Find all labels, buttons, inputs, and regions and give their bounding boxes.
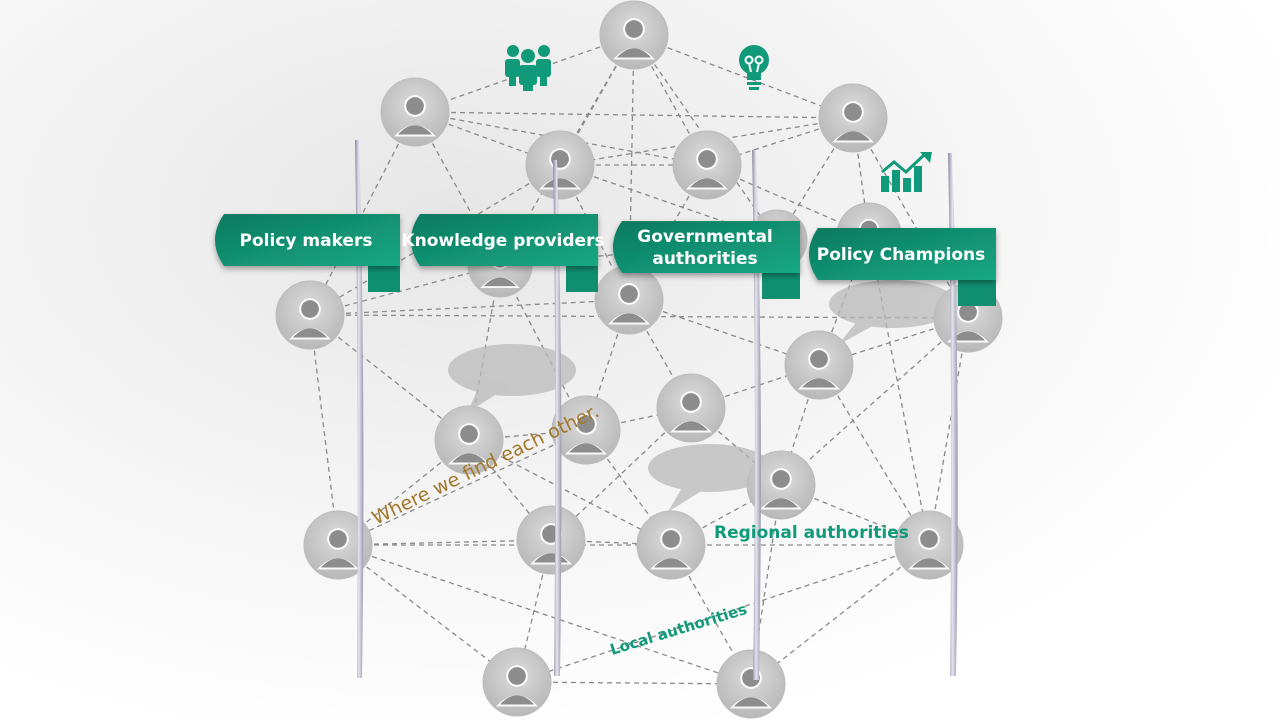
person-avatar-icon xyxy=(716,649,786,719)
person-avatar-icon xyxy=(303,510,373,580)
person-avatar-icon xyxy=(525,130,595,200)
banner-label: Policy makers xyxy=(240,231,373,251)
person-avatar-icon xyxy=(380,77,450,147)
person-avatar-icon xyxy=(746,450,816,520)
banner-label: authorities xyxy=(652,249,757,269)
person-avatar-icon xyxy=(672,130,742,200)
person-avatar-icon xyxy=(656,373,726,443)
role-banner: Policy makers xyxy=(215,214,400,292)
person-avatar-icon xyxy=(636,510,706,580)
role-banners: Policy makers Knowledge providers Governme… xyxy=(215,214,996,306)
person-avatar-icon xyxy=(275,280,345,350)
person-avatar-icon xyxy=(818,83,888,153)
lightbulb-icon xyxy=(739,45,769,90)
regional-authorities-label: Regional authorities xyxy=(714,523,909,543)
speech-bubbles xyxy=(448,280,957,512)
person-avatar-icon xyxy=(894,510,964,580)
growth-chart-icon xyxy=(881,152,932,192)
people-group-icon xyxy=(505,45,551,91)
speech-bubble-icon xyxy=(448,344,576,412)
local-authorities-label: Local authorities xyxy=(608,600,749,659)
person-avatar-icon xyxy=(599,0,669,70)
person-avatar-icon xyxy=(516,505,586,575)
poles xyxy=(355,140,958,680)
person-avatar-icon xyxy=(482,647,552,717)
person-avatar-icon xyxy=(551,395,621,465)
person-avatar-icon xyxy=(434,405,504,475)
person-avatar-icon xyxy=(784,330,854,400)
person-avatar-icon xyxy=(594,265,664,335)
banner-label: Governmental xyxy=(637,227,773,247)
role-banner: Knowledge providers xyxy=(401,214,605,292)
banner-label: Knowledge providers xyxy=(401,231,604,251)
banner-label: Policy Champions xyxy=(817,245,986,265)
role-banner: Policy Champions xyxy=(809,228,996,306)
speech-bubble-icon xyxy=(829,280,957,345)
speech-bubble-icon xyxy=(648,444,772,512)
